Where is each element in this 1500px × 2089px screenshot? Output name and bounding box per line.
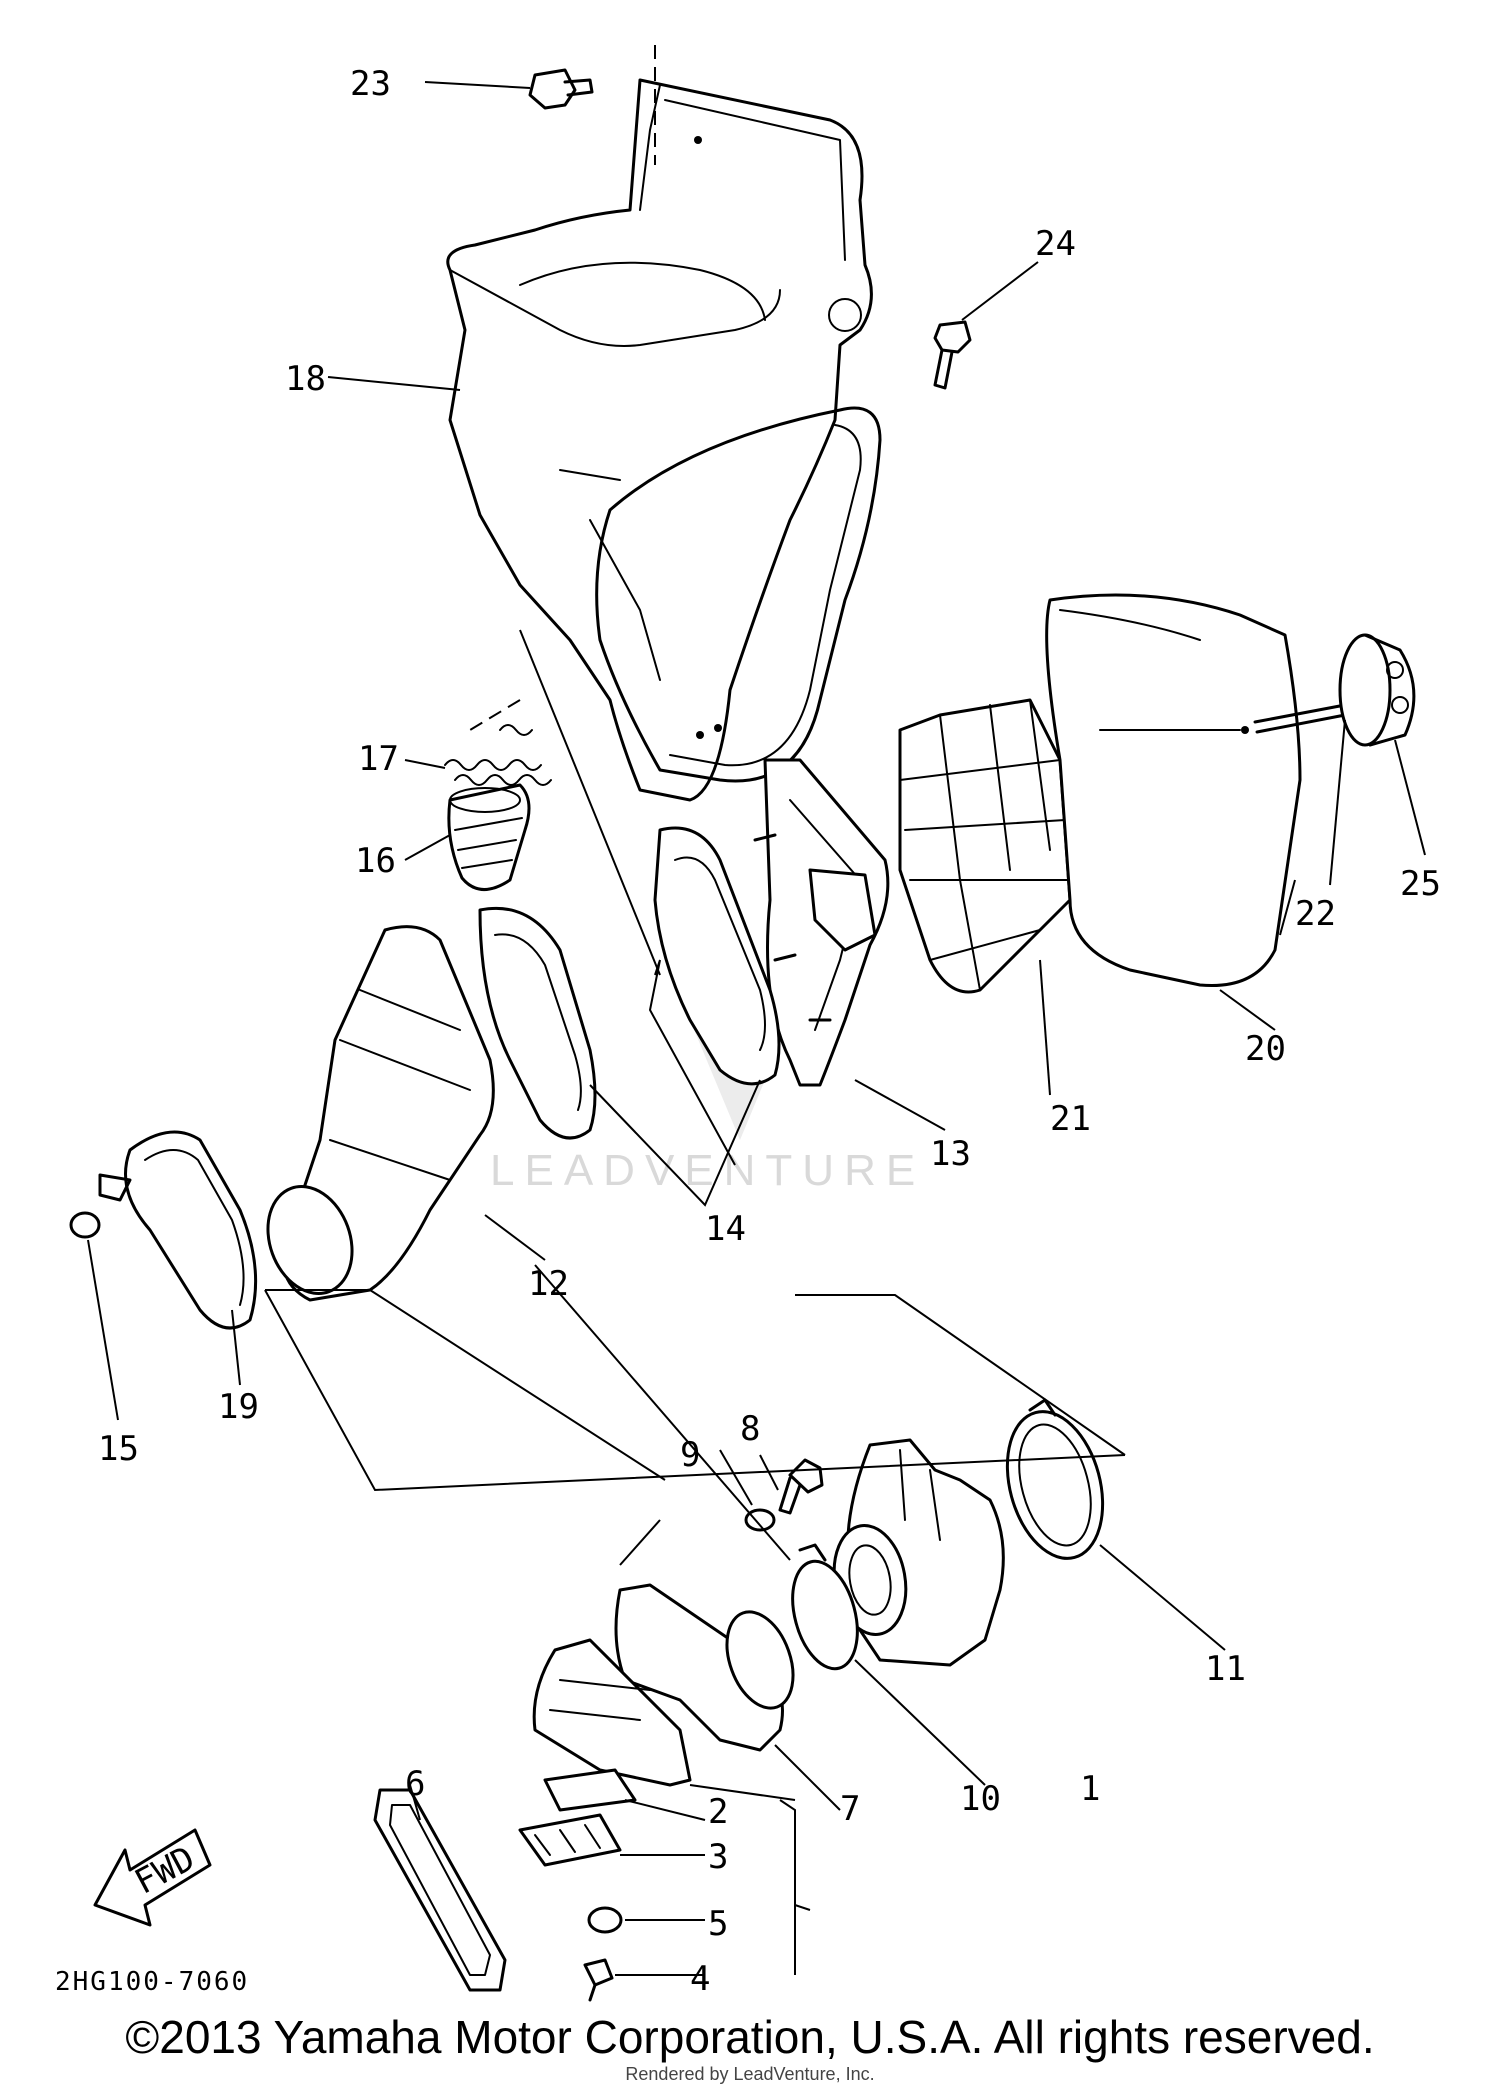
part-19-plate [98,1130,258,1330]
callout-13: 13 [930,1134,971,1174]
callout-3: 3 [708,1837,728,1877]
part-3-stopper [518,1813,622,1867]
part-8-bolt [778,1458,824,1515]
callout-16: 16 [355,841,396,881]
part-1-reed-valve [532,1638,692,1787]
callout-23: 23 [350,64,391,104]
callout-7: 7 [840,1789,860,1829]
part-12-duct [266,925,495,1302]
callout-6: 6 [405,1764,425,1804]
part-5-nut [587,1906,623,1934]
part-4-screw [583,1958,614,2002]
callout-22: 22 [1295,894,1336,934]
watermark-text: LEADVENTURE [490,1146,925,1195]
part-14-gaskets [478,826,781,1140]
copyright-notice: ©2013 Yamaha Motor Corporation, U.S.A. A… [125,2011,1375,2063]
part-24-bolt [933,320,972,390]
callout-17: 17 [358,739,399,779]
part-7-joint [614,1583,795,1752]
part-23-bolt [528,68,594,110]
part-9-washer [744,1508,776,1532]
part-6-gasket [373,1788,507,1992]
callout-10: 10 [960,1779,1001,1819]
part-13-plate [753,758,890,1087]
callout-19: 19 [218,1387,259,1427]
part-2-reed [543,1768,637,1812]
callout-23-25: 25 [1400,864,1441,904]
diagram-code: 2HG100-7060 [55,1967,249,1997]
callout-18: 18 [285,359,326,399]
part-18-airbox [446,78,882,802]
callout-20: 20 [1245,1029,1286,1069]
callout-24: 24 [1035,224,1076,264]
callout-14: 14 [705,1209,746,1249]
callout-21: 21 [1050,1099,1091,1139]
fwd-arrow-icon: FWD [93,1828,212,1927]
part-17-springs [444,724,552,786]
callout-labels: 1 2 3 4 5 6 7 8 9 10 11 12 13 14 15 16 1… [98,64,1441,1999]
part-25-knob [1338,633,1416,747]
callout-5: 5 [708,1904,728,1944]
leader-lines [87,81,1426,1976]
callout-9: 9 [680,1435,700,1475]
callout-1: 1 [1080,1769,1100,1809]
callout-4: 4 [690,1959,710,1999]
callout-15: 15 [98,1429,139,1469]
part-15-nut [69,1211,101,1239]
part-11-clamp [1005,1398,1105,1560]
part-16-grommet [447,783,531,891]
reference-lines [264,45,1126,1566]
part-10-clamp [791,1543,859,1671]
callout-8: 8 [740,1409,760,1449]
callout-2: 2 [708,1792,728,1832]
callout-12: 12 [528,1264,569,1304]
part-21-cage [898,698,1072,994]
part-20-filter [1045,593,1302,988]
rendered-by-note: Rendered by LeadVenture, Inc. [625,2064,875,2084]
callout-11: 11 [1205,1649,1246,1689]
